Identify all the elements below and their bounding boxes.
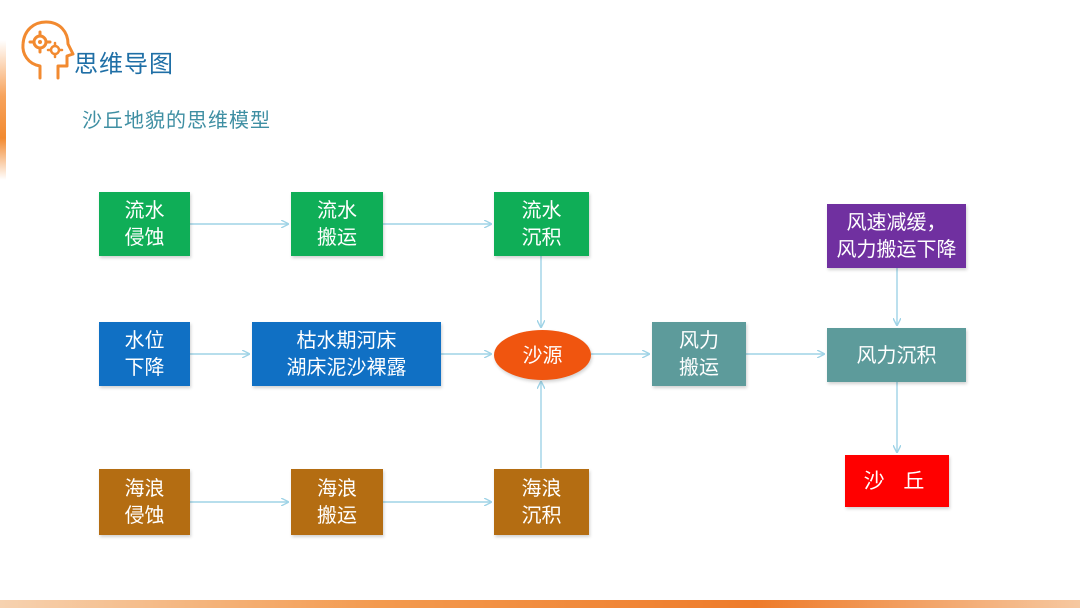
node-water-transport: 流水搬运 xyxy=(291,192,383,256)
node-water-deposit: 流水沉积 xyxy=(494,192,589,256)
node-wave-erosion: 海浪侵蚀 xyxy=(99,469,190,535)
node-dry-season-exposure: 枯水期河床湖床泥沙裸露 xyxy=(252,322,441,386)
node-sand-source: 沙源 xyxy=(494,330,591,380)
bottom-accent-bar xyxy=(0,600,1080,608)
head-gears-icon xyxy=(21,20,75,80)
page-title: 思维导图 xyxy=(74,50,174,78)
node-wind-slowdown: 风速减缓，风力搬运下降 xyxy=(827,204,966,268)
node-wave-transport: 海浪搬运 xyxy=(291,469,383,535)
node-wind-deposit: 风力沉积 xyxy=(827,328,966,382)
node-dune: 沙 丘 xyxy=(845,455,949,507)
left-accent-bar xyxy=(0,40,6,180)
node-wind-transport: 风力搬运 xyxy=(652,322,746,386)
node-wave-deposit: 海浪沉积 xyxy=(494,469,589,535)
diagram-subtitle: 沙丘地貌的思维模型 xyxy=(82,108,271,132)
node-water-erosion: 流水侵蚀 xyxy=(99,192,190,256)
node-water-level-drop: 水位下降 xyxy=(99,322,190,386)
